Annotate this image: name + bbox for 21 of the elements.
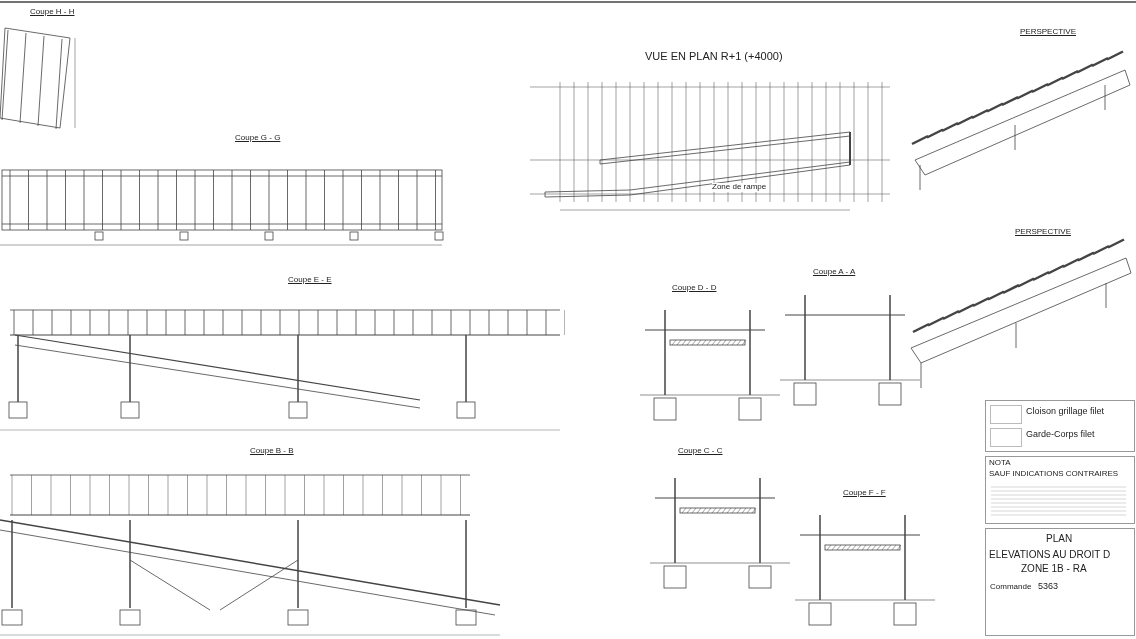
view-title: PERSPECTIVE — [1015, 228, 1071, 237]
field-label: Commande — [990, 583, 1032, 592]
view-title: Coupe H - H — [30, 8, 75, 17]
notes-heading: NOTA — [989, 459, 1011, 468]
order-number: 5363 — [1038, 582, 1059, 592]
view-title: Coupe E - E — [288, 276, 332, 285]
drawing-title: ELEVATIONS AU DROIT D — [989, 549, 1111, 560]
zone-label: Zone de rampe — [712, 183, 767, 192]
view-title: Coupe D - D — [672, 284, 717, 293]
view-title: Coupe B - B — [250, 447, 294, 456]
view-title: Coupe G - G — [235, 134, 281, 143]
legend-text: Garde-Corps filet — [1026, 430, 1095, 440]
view-title: Coupe A - A — [813, 268, 856, 277]
view-title: Coupe C - C — [678, 447, 723, 456]
notes-text: SAUF INDICATIONS CONTRAIRES — [989, 470, 1119, 479]
drawing-title: ZONE 1B - RA — [1021, 563, 1087, 574]
view-title: PERSPECTIVE — [1020, 28, 1076, 37]
plan-heading: PLAN — [1046, 533, 1073, 544]
view-title: Coupe F - F — [843, 489, 886, 498]
view-title: VUE EN PLAN R+1 (+4000) — [645, 50, 783, 63]
legend-text: Cloison grillage filet — [1026, 407, 1105, 417]
